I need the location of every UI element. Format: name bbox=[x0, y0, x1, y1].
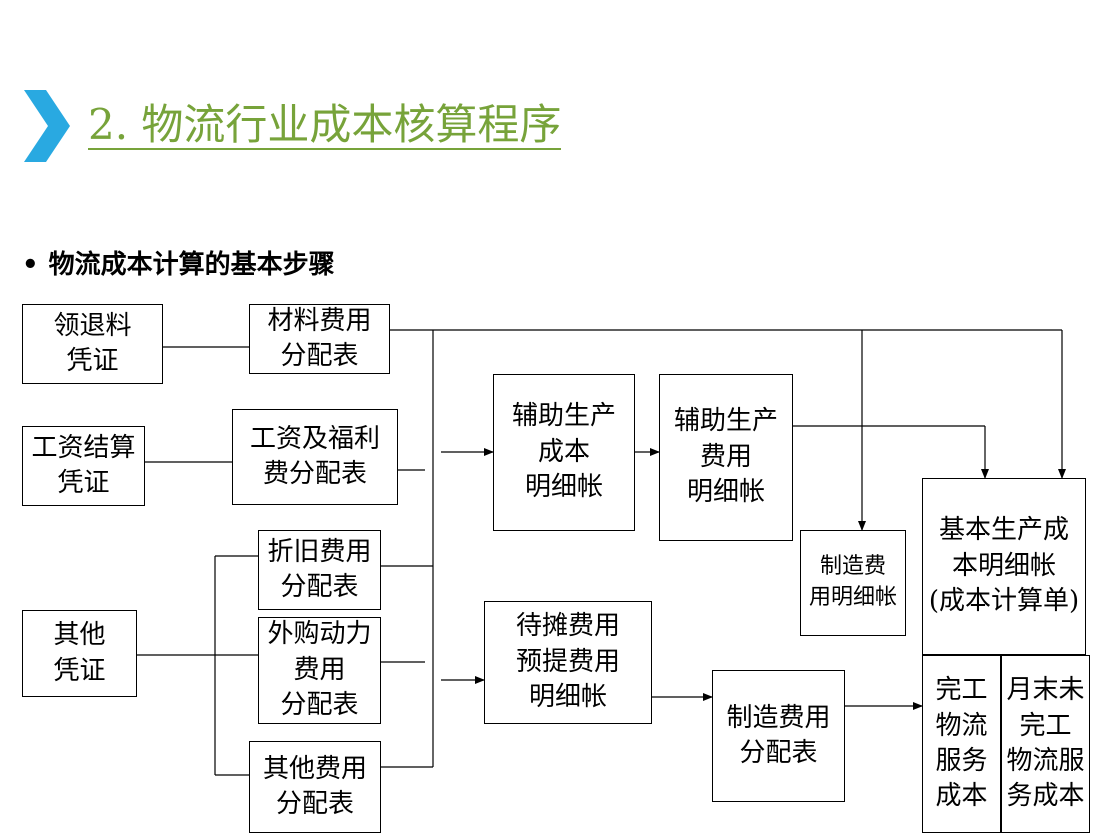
box-qita-voucher: 其他 凭证 bbox=[22, 610, 137, 697]
box-waigou-fenpei: 外购动力 费用 分配表 bbox=[258, 617, 381, 724]
box-fuzhu-chengben: 辅助生产 成本 明细帐 bbox=[493, 374, 635, 531]
bullet-item: • 物流成本计算的基本步骤 bbox=[22, 244, 335, 281]
chevron-right-icon bbox=[24, 90, 70, 162]
box-zhizao-fenpei: 制造费用 分配表 bbox=[712, 670, 845, 802]
box-daitan-mingxi: 待摊费用 预提费用 明细帐 bbox=[484, 601, 652, 724]
box-zhizao-mingxi: 制造费 用明细帐 bbox=[800, 530, 906, 636]
box-jiben-mingxi: 基本生产成 本明细帐 (成本计算单) bbox=[922, 478, 1086, 655]
bullet-dot: • bbox=[22, 250, 39, 280]
box-qita-fenpei: 其他费用 分配表 bbox=[249, 741, 381, 833]
box-yuemo-cost: 月末未 完工 物流服 务成本 bbox=[1001, 655, 1090, 833]
box-gongzi-fenpei: 工资及福利 费分配表 bbox=[232, 409, 398, 505]
slide-title: 2. 物流行业成本核算程序 bbox=[88, 100, 562, 150]
box-cailiao-fenpei: 材料费用 分配表 bbox=[249, 304, 390, 374]
box-lingtuiliao-voucher: 领退料 凭证 bbox=[22, 304, 163, 384]
box-wangong-cost: 完工 物流 服务 成本 bbox=[922, 655, 1001, 833]
box-zhejiu-fenpei: 折旧费用 分配表 bbox=[258, 530, 381, 610]
box-fuzhu-feiyong: 辅助生产 费用 明细帐 bbox=[659, 374, 793, 541]
box-gongzi-voucher: 工资结算 凭证 bbox=[22, 426, 145, 506]
bullet-text: 物流成本计算的基本步骤 bbox=[48, 250, 335, 280]
